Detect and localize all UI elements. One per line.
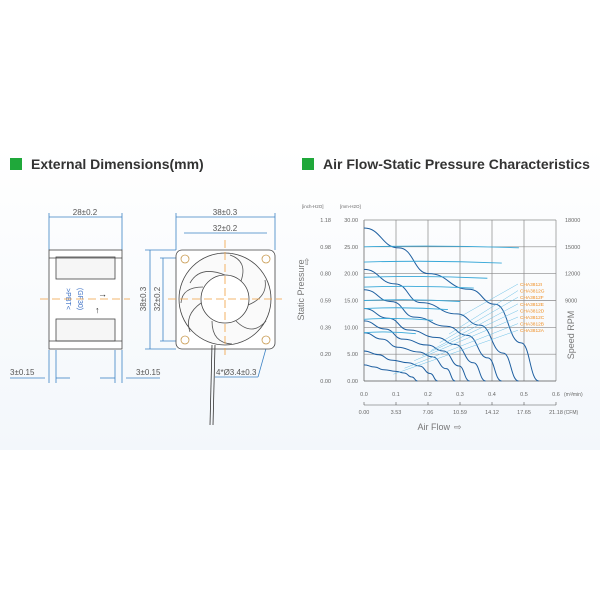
y-mm-tick-label: 15.00 xyxy=(344,299,358,305)
y-inch-tick-label: 0.80 xyxy=(320,272,331,278)
y2-tick-label: 9000 xyxy=(565,299,577,305)
model-leader-line xyxy=(414,316,519,361)
pressure-curve-CHA3812F xyxy=(363,289,502,382)
front-height-label: 38±0.3 xyxy=(139,286,148,311)
y-mm-tick-label: 30.00 xyxy=(344,218,358,224)
y-inch-tick-label: 0.20 xyxy=(320,352,331,358)
model-leader-line xyxy=(448,290,519,335)
model-label-CHA3812G: CHA3812G xyxy=(520,289,545,295)
y-mm-tick-label: 25.00 xyxy=(344,245,358,251)
x-tick-label: 0.6 xyxy=(552,392,560,398)
green-square-icon xyxy=(10,158,22,170)
model-label-CHA3812C: CHA3812C xyxy=(520,315,545,321)
hole-spacing-h-label: 32±0.2 xyxy=(213,224,238,233)
x2-tick-label: 0.00 xyxy=(359,410,370,416)
speed-curve-CHA3812G xyxy=(363,260,502,264)
y2-tick-label: 12000 xyxy=(565,272,580,278)
holes-label: 4*Ø3.4±0.3 xyxy=(216,368,257,377)
y-inch-tick-label: 0.39 xyxy=(320,325,331,331)
speed-curve-CHA3812I xyxy=(363,245,519,249)
y-inch-tick-label: 0.59 xyxy=(320,299,331,305)
rotation-arrow-icon: ↑ xyxy=(95,305,100,315)
x2-tick-label: 14.12 xyxy=(485,410,499,416)
model-leader-line xyxy=(439,296,519,343)
fan-side-view xyxy=(48,249,123,350)
y2-axis-title: Speed RPM xyxy=(566,311,576,360)
x-tick-label: 0.0 xyxy=(360,392,368,398)
y-mm-tick-label: 10.00 xyxy=(344,325,358,331)
side-width-label: 28±0.2 xyxy=(73,208,98,217)
x-tick-label: 0.1 xyxy=(392,392,400,398)
dimensions-title: External Dimensions(mm) xyxy=(31,156,204,172)
model-label-CHA3812I: CHA3812I xyxy=(520,282,542,288)
pressure-curve-CHA3812A xyxy=(363,364,418,382)
x-tick-label: 0.2 xyxy=(424,392,432,398)
speed-curve-CHA3812F xyxy=(363,275,488,279)
x2-tick-label: 10.59 xyxy=(453,410,467,416)
x2-tick-label: 3.53 xyxy=(391,410,402,416)
flange-left-label: 3±0.15 xyxy=(10,368,35,377)
speed-curve-CHA3812A xyxy=(363,331,416,335)
right-arrow-icon: ⇨ xyxy=(454,422,462,432)
y-mm-tick-label: 5.00 xyxy=(347,352,358,358)
flange-right-label: 3±0.15 xyxy=(136,368,161,377)
up-arrow-icon: ⇧ xyxy=(303,257,311,267)
model-label-CHA3812A: CHA3812A xyxy=(520,328,545,334)
x2-tick-label: 21.18 xyxy=(549,410,563,416)
speed-curve-CHA3812B xyxy=(363,318,433,321)
fan-front-view xyxy=(175,249,276,426)
x-axis-title: Air Flow xyxy=(417,422,450,432)
y-inch-tick-label: 0.98 xyxy=(320,245,331,251)
x-tick-label: 0.4 xyxy=(488,392,496,398)
y-mm-tick-label: 0.00 xyxy=(347,379,358,385)
pressure-curve-CHA3812B xyxy=(363,350,438,382)
pressure-curve-CHA3812D xyxy=(363,320,470,382)
hole-spacing-v-label: 32±0.2 xyxy=(153,286,162,311)
chart-heading: Air Flow-Static Pressure Characteristics xyxy=(302,156,590,172)
y2-tick-label: 15000 xyxy=(565,245,580,251)
y-mm-tick-label: 20.00 xyxy=(344,272,358,278)
x2-tick-label: 7.06 xyxy=(423,410,434,416)
pressure-curve-CHA3812I xyxy=(363,227,539,382)
model-leader-line xyxy=(404,323,519,369)
y-unit-inch: [inch-H2O] xyxy=(302,204,324,209)
speed-curve-CHA3812C xyxy=(363,307,448,310)
y2-tick-label: 18000 xyxy=(565,218,580,224)
center-lines xyxy=(40,240,282,355)
x2-unit: (CFM) xyxy=(564,410,578,416)
green-square-icon xyxy=(302,158,314,170)
x-tick-label: 0.3 xyxy=(456,392,464,398)
model-label-CHA3812E: CHA3812E xyxy=(520,302,544,308)
chart-title: Air Flow-Static Pressure Characteristics xyxy=(323,156,590,172)
model-label-CHA3812B: CHA3812B xyxy=(520,322,544,328)
x-tick-label: 0.5 xyxy=(520,392,528,398)
x2-tick-label: 17.65 xyxy=(517,410,531,416)
dimensions-heading: External Dimensions(mm) xyxy=(10,156,204,172)
y-unit-mm: [mm-H2O] xyxy=(340,204,361,209)
pressure-curve-CHA3812G xyxy=(363,268,519,382)
model-label-CHA3812D: CHA3812D xyxy=(520,308,545,314)
pressure-curve-CHA3812C xyxy=(363,332,456,382)
dimension-drawing: 28±0.2 38±0.3 32±0.2 38±0.3 32±0.2 3±0.1… xyxy=(10,208,282,426)
x-unit: (m³/min) xyxy=(564,392,583,398)
y-inch-tick-label: 0.00 xyxy=(320,379,331,385)
front-width-label: 38±0.3 xyxy=(213,208,238,217)
y-inch-tick-label: 1.18 xyxy=(320,218,331,224)
speed-curve-CHA3812E xyxy=(363,285,474,289)
y-axis-title: Static Pressure xyxy=(296,259,306,320)
model-leader-line xyxy=(393,329,519,375)
model-leader-line xyxy=(421,310,519,357)
model-label-CHA3812F: CHA3812F xyxy=(520,295,544,301)
model-leader-line xyxy=(430,303,519,351)
airflow-pressure-chart: [inch-H2O] [mm-H2O] Static Pressure Spee… xyxy=(296,204,583,432)
airflow-arrow-icon: → xyxy=(98,289,107,299)
model-leader-line xyxy=(459,283,519,317)
speed-curve-CHA3812D xyxy=(363,299,461,302)
